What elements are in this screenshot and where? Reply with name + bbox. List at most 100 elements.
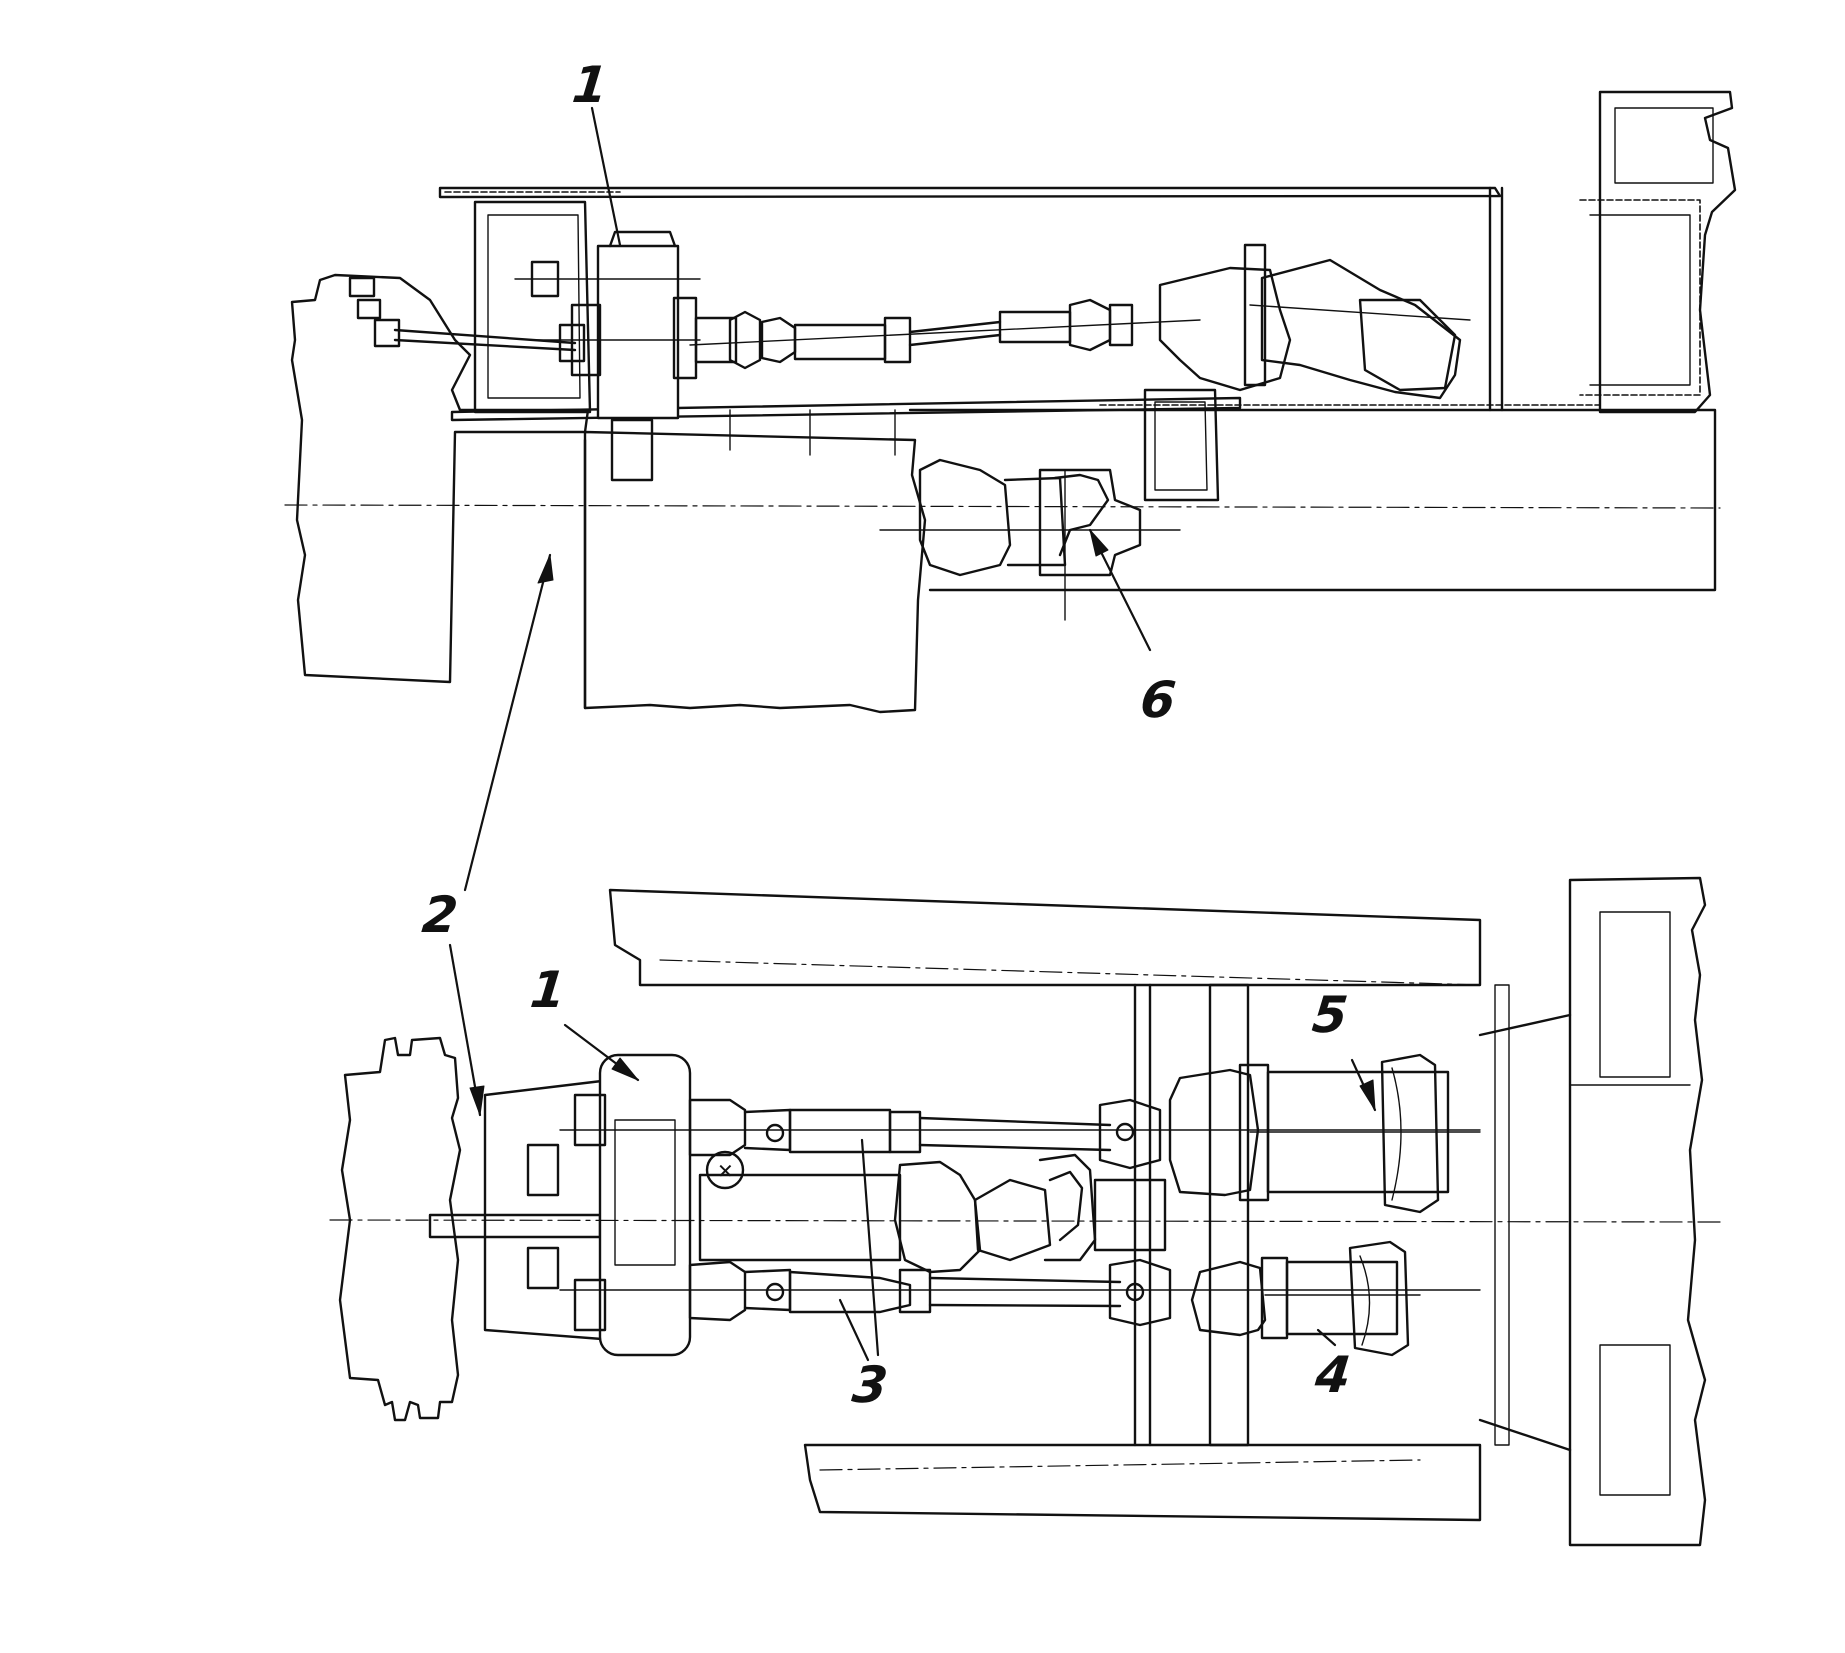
- housing-frame-inner: [487, 214, 581, 399]
- left-fitting-3: [373, 318, 401, 348]
- shaft-top-tube: [793, 323, 887, 361]
- gearbox-plan-centerline: [329, 1219, 1721, 1223]
- leader-2-lower-arrow: [469, 1085, 485, 1116]
- leader-6-arrow: [1089, 529, 1109, 557]
- motor-four-collar-arc: [1359, 1255, 1371, 1346]
- top-motor-flange: [1243, 243, 1267, 387]
- callout-4: 4: [1312, 1346, 1354, 1404]
- plan-bolt-1: [526, 1143, 560, 1197]
- engine-plan: [338, 1036, 462, 1422]
- callout-1-bottom: 1: [527, 961, 569, 1019]
- bellhousing-plan: [483, 1078, 617, 1342]
- output-flange: [918, 458, 1012, 577]
- leader-4: [1316, 1328, 1337, 1347]
- middle-rail: [450, 396, 1242, 422]
- motor-four-body: [1285, 1260, 1399, 1336]
- lower-beam-centerline: [284, 504, 1721, 509]
- lower-shaft-pin: [765, 1282, 785, 1302]
- leader-3-b: [838, 1298, 870, 1362]
- shaft-top-rod-1: [908, 320, 1002, 334]
- center-pump-fork-arm: [1048, 1170, 1084, 1242]
- lower-skid-beam: [803, 1443, 1482, 1522]
- lower-shaft-rod-1: [928, 1276, 1122, 1284]
- center-shaft: [698, 1173, 902, 1262]
- right-cross-frame-inner-bottom: [1599, 1344, 1671, 1496]
- side-tank: [1143, 388, 1220, 502]
- leader-5-arrow: [1359, 1079, 1376, 1111]
- upper-skid-beam: [608, 888, 1482, 987]
- gearbox-plan: [598, 1053, 692, 1357]
- top-motor-axis: [1249, 304, 1471, 321]
- upper-skid-dash: [659, 959, 1481, 986]
- lower-shaft-rod-2: [928, 1303, 1122, 1308]
- plan-column: [1208, 983, 1250, 1447]
- upper-shaft-rod-2: [918, 1143, 1112, 1152]
- motor-five-collar: [1380, 1053, 1440, 1214]
- gearbox-top: [596, 244, 680, 420]
- plan-bolt-4: [573, 1278, 607, 1332]
- side-tank-inner: [1154, 401, 1208, 491]
- callout-2: 2: [419, 886, 461, 944]
- upper-shaft-pin: [765, 1123, 785, 1143]
- center-sensor: [705, 1150, 745, 1190]
- drive-rod-2: [393, 338, 577, 352]
- callout-1-top: 1: [569, 56, 611, 114]
- lower-shaft-joint: [1108, 1258, 1172, 1327]
- motor-six-body: [1038, 468, 1142, 577]
- side-elevation-view: [284, 90, 1737, 714]
- callout-5: 5: [1309, 986, 1351, 1044]
- plan-view: ✕: [329, 876, 1721, 1547]
- leader-2-upper: [463, 553, 552, 892]
- lower-long-beam: [908, 408, 1717, 592]
- lower-skid-dash: [819, 1459, 1421, 1471]
- shaft-top-spline: [883, 316, 912, 364]
- shaft-top-coupling: [694, 316, 738, 364]
- right-cabinet-inner: [1589, 214, 1691, 386]
- upper-shaft-tube: [788, 1108, 892, 1154]
- callout-3: 3: [849, 1356, 891, 1414]
- center-pump: [893, 1160, 982, 1274]
- gearbox-plan-inner: [614, 1119, 676, 1266]
- output-shaft: [1003, 476, 1067, 567]
- right-cross-frame: [1568, 876, 1707, 1547]
- shaft-top-rod-2: [908, 333, 1002, 347]
- engine-block: [290, 273, 590, 684]
- housing-frame: [473, 200, 592, 414]
- lower-shaft-tube: [788, 1270, 912, 1314]
- center-pump-body: [1093, 1178, 1167, 1252]
- top-frame-rail: [438, 186, 1502, 199]
- upper-shaft-pin-2: [1115, 1122, 1135, 1142]
- left-fitting-2: [356, 298, 382, 320]
- top-motor-angled-body: [1260, 258, 1462, 400]
- motor-five-collar-arc: [1391, 1067, 1402, 1201]
- lower-shaft-pin-2: [1125, 1282, 1145, 1302]
- center-sensor-mark: ✕: [717, 1159, 734, 1183]
- plan-bolt-3: [573, 1093, 607, 1147]
- upper-shaft-spline: [888, 1110, 922, 1154]
- plan-column-thin: [1494, 984, 1510, 1446]
- right-cabinet-window: [1614, 107, 1714, 184]
- leader-3-a: [860, 1138, 880, 1357]
- upper-shaft-rod-1: [918, 1116, 1112, 1127]
- shaft-top-end: [1108, 303, 1134, 347]
- gearbox-top-flange: [608, 230, 677, 248]
- top-motor-end-block: [1358, 298, 1457, 392]
- leader-1-bottom-arrow: [611, 1057, 639, 1081]
- leader-2-lower: [448, 943, 482, 1117]
- drive-rod: [393, 328, 577, 345]
- right-cross-frame-inner-top: [1599, 911, 1671, 1078]
- plan-lower-stay: [1478, 1418, 1572, 1452]
- shaft-top-axis: [689, 319, 1201, 346]
- upper-shaft-joint: [1098, 1098, 1162, 1170]
- motor-four-flange: [1190, 1260, 1267, 1337]
- plan-bolt-2: [526, 1246, 560, 1290]
- motor-four-collar: [1348, 1240, 1410, 1357]
- right-cabinet-hatched-panel: [1579, 199, 1701, 396]
- leader-lines: [448, 106, 1377, 1362]
- right-cabinet: [1598, 90, 1737, 414]
- center-pump-adapter: [973, 1178, 1052, 1262]
- transfer-case: [583, 430, 927, 714]
- center-pump-fork: [1038, 1153, 1097, 1262]
- plan-upper-stay: [1478, 1013, 1572, 1037]
- transfer-case-mount: [610, 418, 654, 482]
